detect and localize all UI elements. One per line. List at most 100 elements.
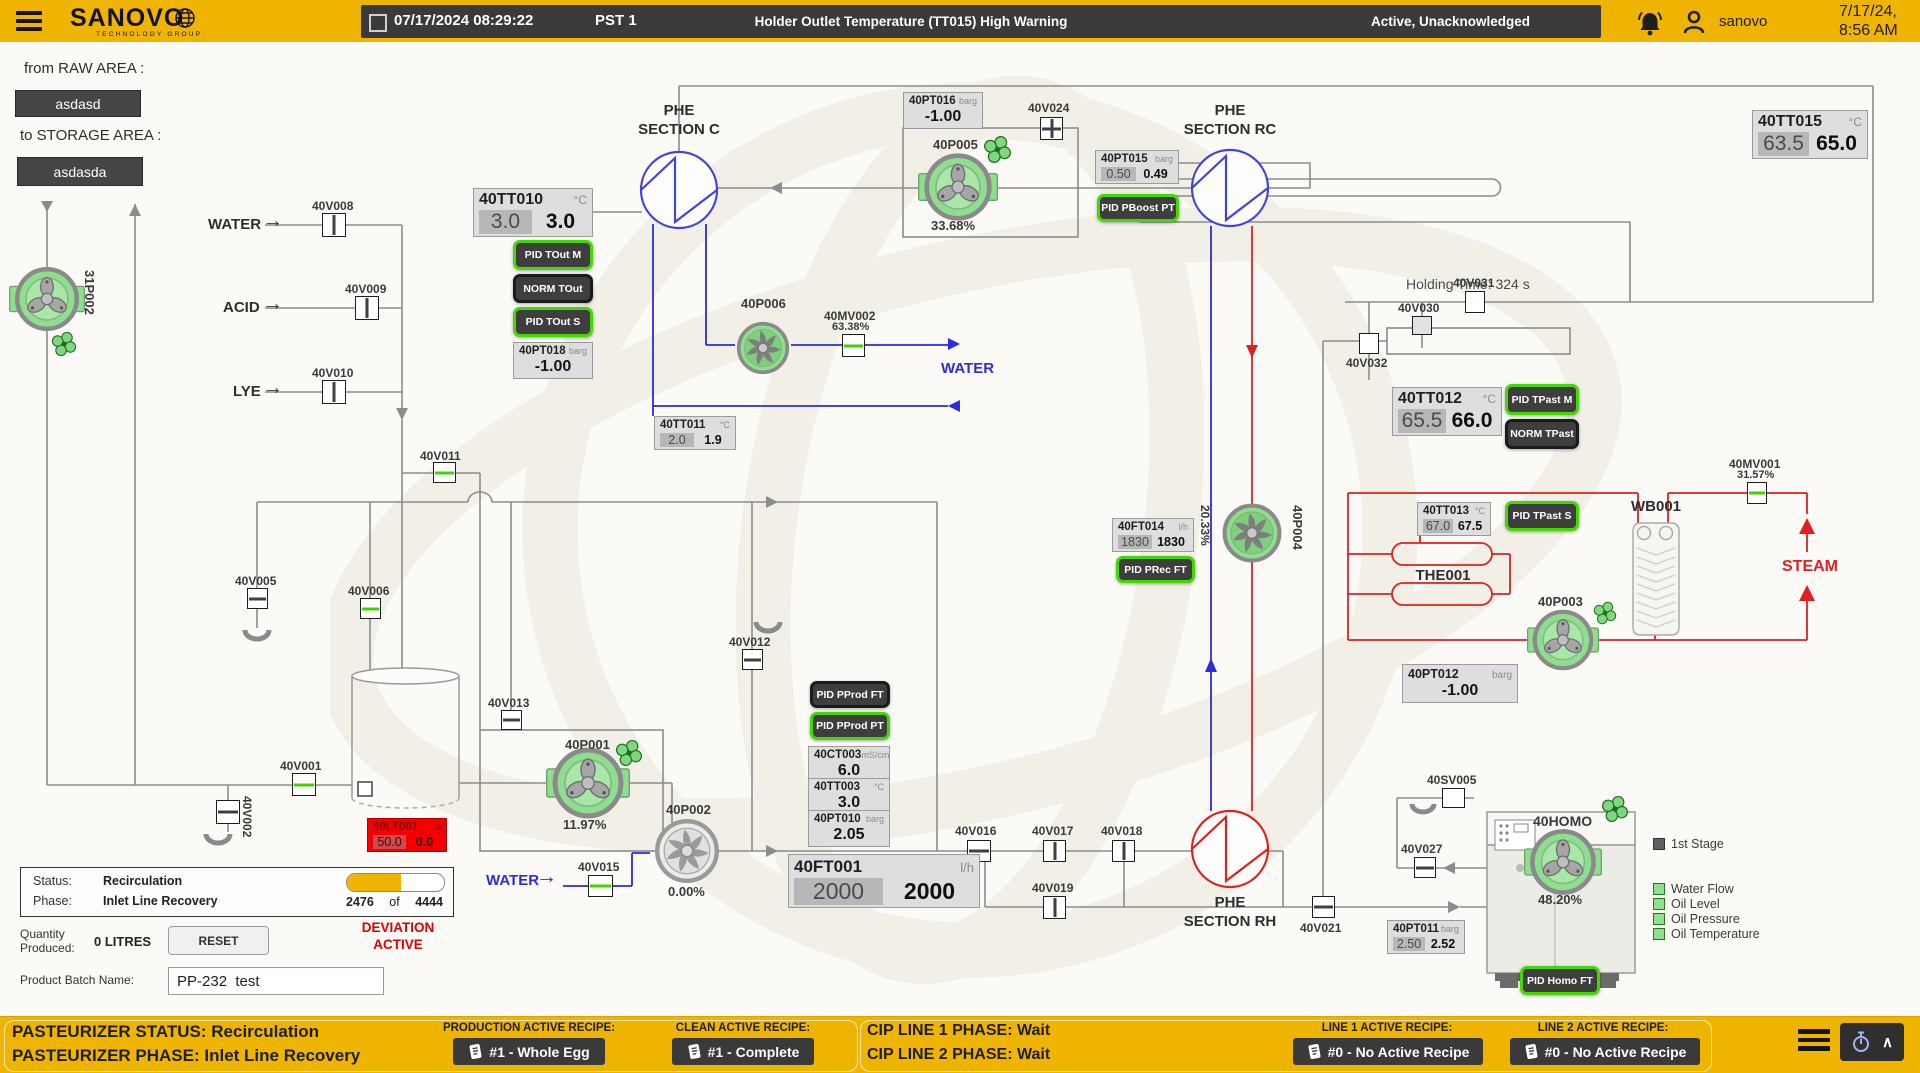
valve-40V017[interactable] xyxy=(1043,840,1066,862)
valve-40V002[interactable] xyxy=(216,800,240,824)
alarm-banner[interactable]: 07/17/2024 08:29:22 PST 1 Holder Outlet … xyxy=(361,5,1601,38)
pump-40P005[interactable] xyxy=(919,156,998,219)
holding-time-label: Holding Time: 324 s xyxy=(1406,276,1530,292)
pump-31P002[interactable] xyxy=(10,269,85,329)
bottom-menu-icon[interactable] xyxy=(1798,1029,1830,1051)
valve-40V001[interactable] xyxy=(292,773,316,796)
pid-prec-ft-button[interactable]: PID PRec FT xyxy=(1116,556,1195,583)
tag: 40PT018 xyxy=(519,345,566,357)
unit: barg xyxy=(1491,670,1512,681)
pid-pprod-pt-button[interactable]: PID PProd PT xyxy=(810,712,890,740)
user-icon[interactable] xyxy=(1682,9,1706,35)
unit: barg xyxy=(958,96,977,106)
pid-tout-s-button[interactable]: PID TOut S xyxy=(513,307,593,337)
pid-tpast-m-button[interactable]: PID TPast M xyxy=(1505,384,1579,415)
valve-40V032[interactable] xyxy=(1359,333,1379,354)
pid-homo-ft-button[interactable]: PID Homo FT xyxy=(1520,966,1600,995)
recipe-icon xyxy=(1308,1043,1321,1060)
valve-40V030[interactable] xyxy=(1412,316,1432,335)
timer-controls[interactable]: ∧ xyxy=(1840,1023,1904,1061)
pump-40P006[interactable] xyxy=(736,321,790,375)
norm-tpast-button[interactable]: NORM TPast xyxy=(1505,419,1579,449)
from-raw-area-value[interactable]: asdasd xyxy=(15,90,141,117)
valve-40V010[interactable] xyxy=(322,380,346,404)
valve-40V012[interactable] xyxy=(742,649,763,670)
pump-40P004[interactable] xyxy=(1225,506,1280,561)
valve-40V021[interactable] xyxy=(1312,896,1335,918)
alarm-station: PST 1 xyxy=(595,12,637,29)
top-bar: SANOVO TECHNOLOGY GROUP 07/17/2024 08:29… xyxy=(0,0,1920,42)
phe-section-c[interactable] xyxy=(639,150,719,230)
menu-icon[interactable] xyxy=(16,11,42,31)
phe-c-title-2: SECTION C xyxy=(638,121,720,138)
unit: mS/cm xyxy=(861,750,890,760)
pump-40P001[interactable] xyxy=(547,750,630,816)
fan-icon-31P002 xyxy=(50,330,78,358)
valve-40V009[interactable] xyxy=(355,296,379,320)
homogenizer-label: 40HOMO xyxy=(1533,813,1593,829)
chevron-up-icon[interactable]: ∧ xyxy=(1882,1034,1893,1051)
balance-tank[interactable] xyxy=(351,667,460,809)
phe-section-rc[interactable] xyxy=(1190,148,1270,228)
valve-40V005[interactable] xyxy=(247,588,268,609)
valve-40V011[interactable] xyxy=(433,462,456,483)
sanovo-logo[interactable]: SANOVO TECHNOLOGY GROUP xyxy=(70,4,202,38)
valve-40MV001[interactable] xyxy=(1747,482,1767,504)
instrument-40TT003[interactable]: 40TT003°C 3.0 xyxy=(808,778,890,816)
valve-40V013[interactable] xyxy=(501,710,522,730)
line2-recipe-chip[interactable]: #0 - No Active Recipe xyxy=(1510,1038,1700,1065)
norm-tout-button[interactable]: NORM TOut xyxy=(513,274,593,303)
batch-name-input[interactable] xyxy=(168,967,384,995)
legend-oil-level-swatch xyxy=(1653,898,1665,910)
username[interactable]: sanovo xyxy=(1719,13,1768,30)
valve-40SV005[interactable] xyxy=(1442,788,1465,808)
valve-40V006[interactable] xyxy=(360,598,381,619)
clean-recipe-chip[interactable]: #1 - Complete xyxy=(672,1038,814,1065)
production-recipe-chip[interactable]: #1 - Whole Egg xyxy=(453,1038,605,1065)
pid-pprod-ft-button[interactable]: PID PProd FT xyxy=(810,681,890,708)
valve-40V031[interactable] xyxy=(1465,291,1485,313)
valve-40MV002[interactable] xyxy=(842,334,865,357)
line1-recipe-chip[interactable]: #0 - No Active Recipe xyxy=(1293,1038,1483,1065)
alarm-checkbox[interactable] xyxy=(369,14,387,32)
water-raw-arrow-icon: → xyxy=(262,209,283,232)
valve-40V024[interactable] xyxy=(1040,117,1063,140)
pid-tout-m-button[interactable]: PID TOut M xyxy=(513,240,593,270)
value-sp: 2.0 xyxy=(660,433,694,448)
valve-40V018[interactable] xyxy=(1112,840,1135,862)
pump-40P003[interactable] xyxy=(1528,612,1599,668)
deviation-active-indicator: DEVIATION ACTIVE xyxy=(350,919,446,953)
pid-tpast-s-button[interactable]: PID TPast S xyxy=(1505,501,1579,531)
legend-first-stage: 1st Stage xyxy=(1671,837,1724,851)
to-storage-area-value[interactable]: asdasda xyxy=(17,157,143,186)
bell-icon[interactable] xyxy=(1636,9,1664,37)
valve-40V019[interactable] xyxy=(1043,896,1066,919)
valve-40V008[interactable] xyxy=(322,213,346,237)
valve-40V027[interactable] xyxy=(1414,857,1436,878)
pipes-gray xyxy=(46,85,1874,908)
pump-40P002[interactable] xyxy=(657,821,717,881)
stopwatch-icon[interactable] xyxy=(1851,1030,1871,1054)
pid-pboost-pt-button[interactable]: PID PBoost PT xyxy=(1097,194,1179,222)
valve-40V015[interactable] xyxy=(588,875,613,897)
reset-button[interactable]: RESET xyxy=(168,926,269,955)
fan-icon-40P005 xyxy=(982,134,1013,165)
pump-40P002-speed: 0.00% xyxy=(668,884,705,899)
wb001-plate-heat-exchanger[interactable] xyxy=(1632,522,1680,636)
phe-section-rh[interactable] xyxy=(1190,809,1270,889)
